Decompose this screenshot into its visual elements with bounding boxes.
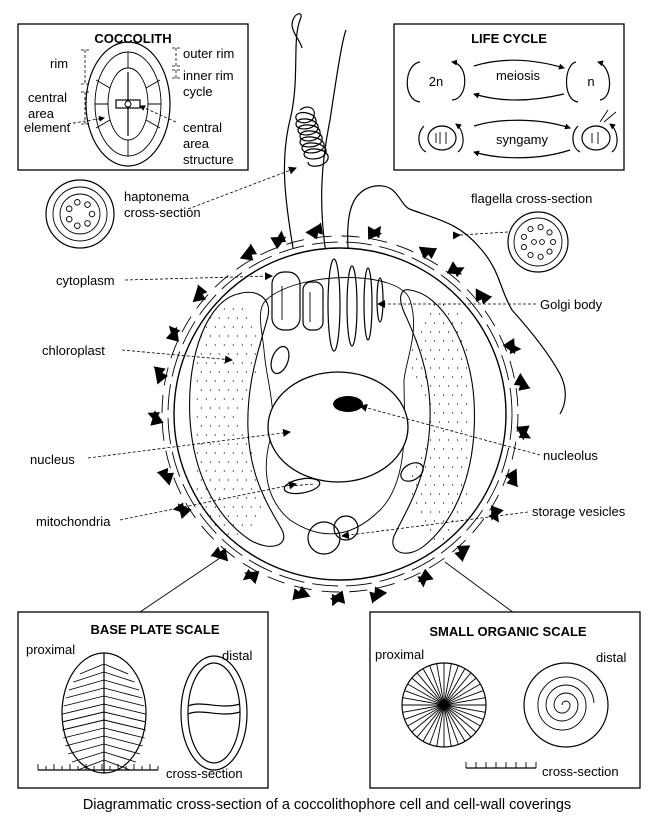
chloroplast-left: [189, 291, 285, 547]
cell-scale: [417, 576, 429, 588]
label-flagella: flagella cross-section: [471, 191, 592, 206]
label-chloroplast: chloroplast: [42, 343, 105, 358]
coccolith-label-cycle: cycle: [183, 84, 213, 99]
organic-scale-spokes: [402, 663, 486, 747]
label-storage-vesicles: storage vesicles: [532, 504, 626, 519]
cell-scale: [454, 550, 465, 563]
life-cycle-meiosis: meiosis: [496, 68, 541, 83]
coccolith-label-rim: rim: [50, 56, 68, 71]
chloroplast-stippling: [196, 304, 468, 540]
organic-scale-distal: distal: [596, 650, 626, 665]
base-plate-proximal: proximal: [26, 642, 75, 657]
base-plate-distal: distal: [222, 648, 252, 663]
cell-scale: [197, 284, 208, 297]
cell-scale: [509, 343, 522, 355]
life-cycle-haploid: n: [587, 74, 594, 89]
coccolith-label-area: area: [28, 106, 55, 121]
coccolith-panel: COCCOLITH rim outer rim inner rim cycle …: [17, 23, 249, 171]
haptonema: [283, 13, 347, 255]
base-plate-title: BASE PLATE SCALE: [90, 622, 219, 637]
flagella-cross-section: [507, 211, 569, 273]
cell-labels: haptonema cross-section flagella cross-s…: [30, 189, 626, 529]
cell-scale: [312, 222, 323, 235]
label-mitochondria: mitochondria: [36, 514, 111, 529]
life-cycle-syngamy: syngamy: [496, 132, 549, 147]
leader-lines: [87, 166, 541, 540]
label-cytoplasm: cytoplasm: [56, 273, 115, 288]
label-haptonema: haptonema: [124, 189, 190, 204]
life-cycle-title: LIFE CYCLE: [471, 31, 547, 46]
cell-scale: [370, 225, 382, 239]
cell-scale: [292, 588, 304, 601]
cell-scale: [369, 591, 380, 604]
organic-scale-proximal: proximal: [375, 647, 424, 662]
cell-scale: [172, 502, 185, 514]
figure-caption: Diagrammatic cross-section of a coccolit…: [83, 797, 571, 813]
life-cycle-diploid: 2n: [429, 74, 443, 89]
cell-scale: [242, 569, 255, 581]
organic-scale-panel: SMALL ORGANIC SCALE proximal distal cros…: [369, 611, 641, 789]
coccolith-label-area-2: area: [183, 136, 210, 151]
flagellum: [347, 185, 566, 415]
cell-scale: [168, 325, 181, 338]
mitochondrion: [283, 477, 321, 495]
cell-scale: [156, 467, 169, 479]
cell-scale: [246, 243, 258, 255]
cell-scale: [506, 475, 519, 488]
chloroplast-right: [392, 289, 476, 554]
haptonema-cross-section: [45, 179, 115, 249]
coccolith-label-outer-rim: outer rim: [183, 46, 234, 61]
coccolith-label-central: central: [28, 90, 67, 105]
cell-scale: [210, 546, 223, 557]
cell-scale: [480, 294, 493, 305]
organic-scale-cross-section: cross-section: [542, 764, 619, 779]
organic-scale-title: SMALL ORGANIC SCALE: [429, 624, 587, 639]
nucleus: [267, 371, 409, 483]
label-haptonema-cross-section: cross-section: [124, 205, 201, 220]
cell-scale: [518, 380, 531, 391]
base-plate-panel: BASE PLATE SCALE proximal distal cross-s…: [17, 611, 269, 789]
golgi-body: [271, 258, 384, 352]
storage-vesicles: [307, 515, 359, 555]
cell-scale: [158, 472, 174, 486]
cell-scale: [275, 230, 287, 243]
cell-scale: [518, 428, 531, 439]
coccolith-scales: [147, 222, 531, 607]
life-cycle-panel: LIFE CYCLE 2n n meiosis syngamy: [393, 23, 625, 171]
coccolith-label-element: element: [24, 120, 71, 135]
cell-scale: [425, 247, 438, 259]
base-plate-cross-section: cross-section: [166, 766, 243, 781]
cell: [147, 222, 531, 607]
coccolith-title: COCCOLITH: [94, 31, 171, 46]
cell-scale: [373, 586, 388, 602]
coccolith-label-inner-rim: inner rim: [183, 68, 234, 83]
coccolith-label-structure: structure: [183, 152, 234, 167]
cell-scale: [331, 593, 342, 607]
cell-scale: [153, 366, 166, 378]
label-nucleus: nucleus: [30, 452, 75, 467]
cell-scale: [513, 373, 529, 387]
cell-scale: [488, 510, 499, 523]
label-nucleolus: nucleolus: [543, 448, 598, 463]
coccolith-label-central-2: central: [183, 120, 222, 135]
cell-scale: [452, 267, 465, 278]
nucleolus: [333, 396, 363, 412]
label-golgi: Golgi body: [540, 297, 603, 312]
cell-scale: [147, 412, 160, 423]
